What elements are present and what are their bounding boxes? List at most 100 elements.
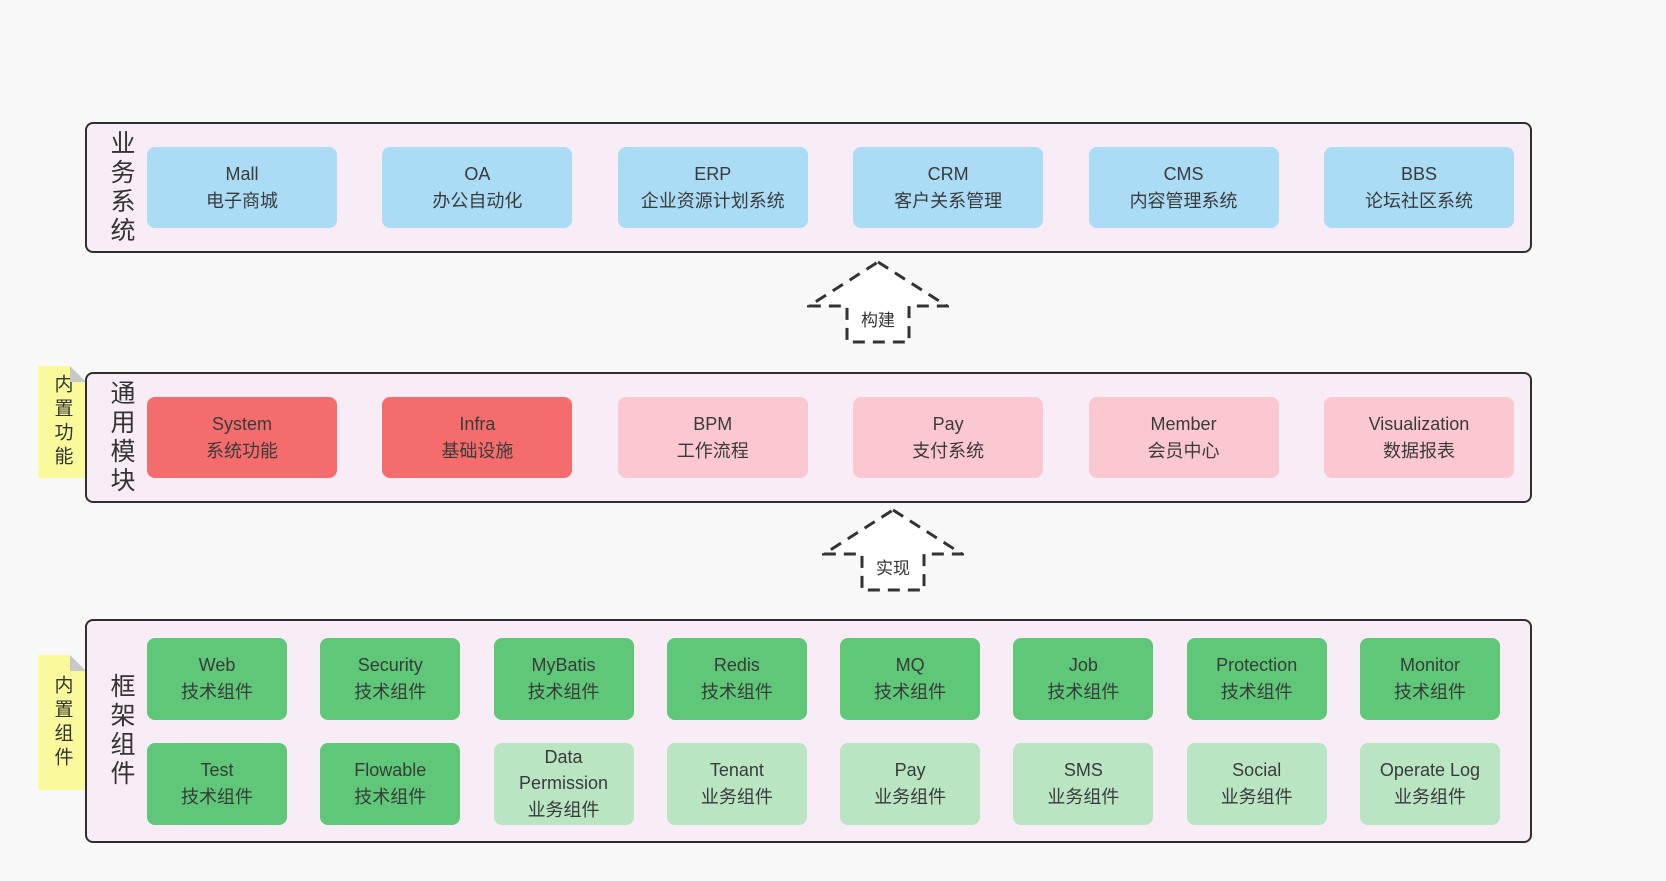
component-box: Protection 技术组件 [1186, 637, 1327, 720]
component-name: Job [1068, 655, 1098, 676]
band-common-modules: 通用模块 System 系统功能 Infra 基础设施 BPM 工作流程 [85, 372, 1532, 503]
component-name: Test [200, 760, 234, 781]
component-desc: 基础设施 [441, 440, 514, 461]
component-desc: 技术组件 [181, 786, 253, 807]
component-name: Visualization [1368, 414, 1470, 435]
component-name: Pay [894, 760, 926, 781]
component-box: Job 技术组件 [1013, 637, 1154, 720]
component-name: Monitor [1399, 655, 1460, 676]
component-desc: 技术组件 [527, 681, 600, 702]
component-desc: 技术组件 [1393, 681, 1466, 702]
component-name: Operate Log [1379, 760, 1480, 781]
component-box: CRM 客户关系管理 [853, 147, 1044, 228]
component-box: Operate Log 业务组件 [1359, 742, 1500, 825]
component-name: CMS [1163, 164, 1204, 185]
component-name: BBS [1400, 164, 1437, 185]
band-framework-components: 框架组件 Web 技术组件 Security 技术组件 MyBatis [85, 619, 1532, 843]
component-desc: 技术组件 [874, 681, 947, 702]
component-desc: 技术组件 [700, 681, 773, 702]
component-desc: 技术组件 [181, 681, 253, 702]
sticky-note-builtin-features: 内置功能 [38, 366, 86, 478]
component-desc: 业务组件 [700, 786, 773, 807]
sticky-note-text: 内置功能 [51, 374, 73, 470]
component-name: Flowable [354, 760, 427, 781]
component-desc: 支付系统 [912, 440, 985, 461]
component-name: Member [1150, 414, 1217, 435]
band-label-common-modules: 通用模块 [107, 379, 135, 496]
component-box: BBS 论坛社区系统 [1323, 147, 1514, 228]
component-box: Pay 支付系统 [853, 397, 1044, 478]
framework-row-business: Test 技术组件 Flowable 技术组件 Data Permission … [147, 742, 1500, 825]
component-box: Test 技术组件 [147, 742, 287, 825]
component-name: Security [357, 655, 423, 676]
sticky-note-builtin-components: 内置组件 [38, 655, 86, 790]
sticky-note-text: 内置组件 [51, 674, 73, 771]
component-name: Protection [1216, 655, 1298, 676]
component-box: Monitor 技术组件 [1359, 637, 1500, 720]
up-arrow-icon [822, 508, 964, 592]
common-modules-row: System 系统功能 Infra 基础设施 BPM 工作流程 Pay 支付系统 [87, 374, 1530, 501]
component-desc: 办公自动化 [432, 190, 523, 211]
business-systems-row: Mall 电子商城 OA 办公自动化 ERP 企业资源计划系统 CRM 客户关系… [87, 124, 1530, 251]
component-box: Member 会员中心 [1088, 397, 1279, 478]
component-desc: 业务组件 [1220, 786, 1293, 807]
component-box: System 系统功能 [147, 397, 337, 478]
folded-corner-icon [70, 366, 86, 382]
component-box: BPM 工作流程 [617, 397, 808, 478]
component-desc: 工作流程 [676, 440, 749, 461]
component-box: Social 业务组件 [1186, 742, 1327, 825]
band-label-framework-components: 框架组件 [107, 673, 135, 789]
component-desc: 技术组件 [1220, 681, 1293, 702]
component-box: Tenant 业务组件 [666, 742, 807, 825]
component-desc: 业务组件 [1047, 786, 1120, 807]
component-name: MyBatis [531, 655, 596, 676]
component-desc: 客户关系管理 [894, 190, 1003, 211]
component-box: MyBatis 技术组件 [493, 637, 634, 720]
component-box: Data Permission 业务组件 [493, 742, 634, 825]
component-desc: 论坛社区系统 [1364, 190, 1473, 211]
component-box: Flowable 技术组件 [320, 742, 461, 825]
component-desc: 内容管理系统 [1129, 190, 1238, 211]
arrow-build: 构建 [807, 260, 949, 344]
component-name: Web [198, 655, 236, 676]
arrow-implement: 实现 [822, 508, 964, 592]
component-name: Tenant [709, 760, 764, 781]
component-box: Security 技术组件 [320, 637, 461, 720]
component-desc: 技术组件 [354, 786, 427, 807]
component-name: ERP [694, 164, 732, 185]
framework-components-rows: Web 技术组件 Security 技术组件 MyBatis 技术组件 [87, 621, 1530, 841]
component-box: SMS 业务组件 [1013, 742, 1154, 825]
component-box: ERP 企业资源计划系统 [617, 147, 808, 228]
component-box: Web 技术组件 [147, 637, 287, 720]
component-name: Social [1232, 760, 1282, 781]
arrow-label: 构建 [858, 306, 898, 331]
component-desc: 会员中心 [1147, 440, 1220, 461]
component-desc: 技术组件 [354, 681, 427, 702]
component-box: Redis 技术组件 [666, 637, 807, 720]
component-name: OA [464, 164, 491, 185]
component-name: Mall [225, 164, 259, 185]
component-name: CRM [927, 164, 969, 185]
component-box: OA 办公自动化 [382, 147, 573, 228]
component-box: MQ 技术组件 [840, 637, 981, 720]
component-name: Data Permission [519, 747, 609, 794]
up-arrow-icon [807, 260, 949, 344]
component-name: Redis [713, 655, 760, 676]
component-name: SMS [1063, 760, 1103, 781]
component-name: MQ [895, 655, 925, 676]
component-desc: 企业资源计划系统 [640, 190, 785, 211]
component-desc: 业务组件 [527, 799, 600, 820]
arrow-label: 实现 [873, 554, 913, 579]
component-box: Infra 基础设施 [382, 397, 573, 478]
component-desc: 电子商城 [206, 190, 278, 211]
component-box: CMS 内容管理系统 [1088, 147, 1279, 228]
component-name: System [211, 414, 272, 435]
component-box: Mall 电子商城 [147, 147, 337, 228]
component-desc: 业务组件 [874, 786, 947, 807]
component-name: Infra [459, 414, 496, 435]
band-label-business-systems: 业务系统 [107, 129, 135, 246]
component-desc: 业务组件 [1393, 786, 1466, 807]
folded-corner-icon [70, 655, 86, 671]
component-name: BPM [693, 414, 733, 435]
band-business-systems: 业务系统 Mall 电子商城 OA 办公自动化 ERP 企业资源计划系统 [85, 122, 1532, 253]
